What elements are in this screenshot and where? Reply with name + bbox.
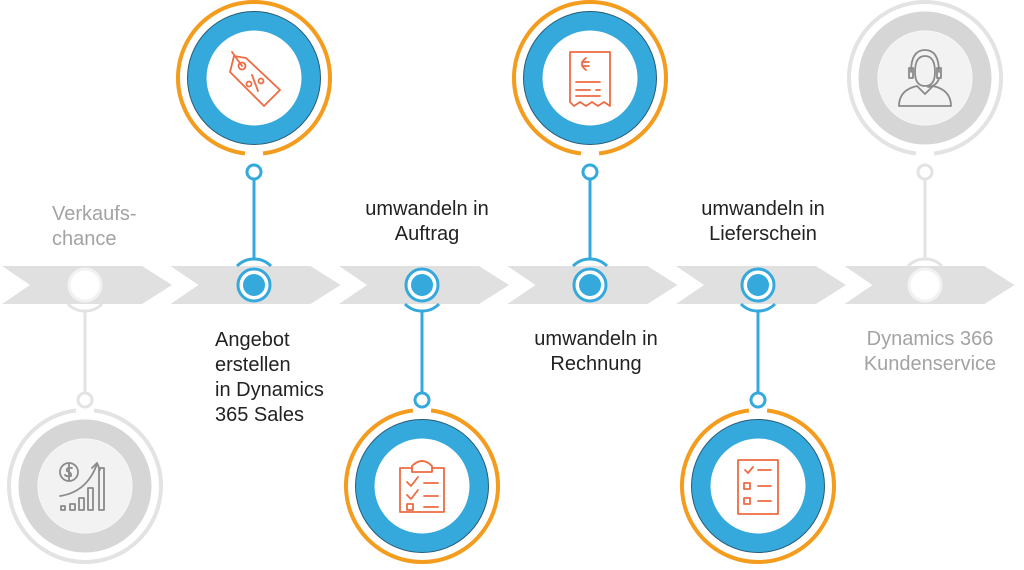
inner-ring-edge — [187, 11, 321, 145]
connector-dot — [76, 391, 94, 409]
timeline-node-fill — [411, 274, 433, 296]
icon-stroke — [908, 67, 914, 79]
icon-stroke — [98, 467, 105, 511]
outer-ring — [847, 0, 1003, 156]
inner-ring — [523, 11, 657, 145]
icon-stroke — [744, 466, 754, 474]
icon-stroke — [257, 77, 265, 85]
inner-ring — [858, 11, 992, 145]
outer-ring — [344, 408, 500, 564]
icon-stroke — [59, 463, 98, 497]
euro-invoice-icon — [569, 51, 611, 107]
icon-stroke — [927, 77, 940, 88]
inner-ring — [355, 419, 489, 553]
stage-1 — [7, 267, 163, 564]
icon-stroke — [406, 489, 419, 500]
timeline-node — [907, 267, 943, 303]
node-cap-arc — [235, 257, 273, 268]
icon-stroke — [64, 466, 73, 478]
icon-stroke — [406, 503, 414, 511]
icon-stroke — [229, 55, 281, 107]
inner-ring-edge — [523, 11, 657, 145]
icon-stroke — [743, 497, 751, 505]
icon-background — [878, 31, 972, 125]
inner-ring — [691, 419, 825, 553]
icon-stroke — [743, 482, 751, 490]
icon-stroke — [936, 67, 942, 79]
icon-stroke — [231, 51, 243, 67]
stage-label-lieferschein: umwandeln in Lieferschein — [701, 198, 825, 245]
timeline-node — [67, 267, 103, 303]
stage-label-angebot: Angebot erstellen in Dynamics 365 Sales — [215, 329, 324, 426]
icon-stroke — [910, 49, 940, 73]
icon-stroke — [569, 51, 611, 107]
delivery-note-icon — [737, 459, 779, 515]
stage-label-verkaufschance: Verkaufs- chance — [52, 203, 137, 250]
outer-ring — [512, 0, 668, 156]
icon-stroke — [69, 503, 76, 511]
icon-background — [38, 439, 132, 533]
inner-ring — [187, 11, 321, 145]
icon-stroke — [237, 61, 247, 71]
icon-stroke — [737, 459, 779, 515]
stage-label-rechnung: umwandeln in Rechnung — [534, 328, 658, 375]
stage-label-auftrag: umwandeln in Auftrag — [365, 198, 489, 245]
icon-stroke — [399, 467, 445, 513]
icon-stroke — [914, 55, 936, 87]
price-tag-percent-icon — [229, 51, 281, 107]
icon-stroke — [581, 57, 587, 71]
timeline-node-fill — [747, 274, 769, 296]
icon-stroke — [898, 85, 952, 107]
timeline-node-fill — [579, 274, 601, 296]
stage-3 — [344, 267, 500, 564]
outer-ring — [176, 0, 332, 156]
stage-4 — [512, 0, 668, 303]
outer-ring — [680, 408, 836, 564]
icon-stroke — [406, 476, 419, 487]
node-cap-arc — [739, 302, 777, 313]
inner-ring — [18, 419, 152, 553]
stage-2 — [176, 0, 332, 303]
inner-ring-edge — [691, 419, 825, 553]
stage-6 — [847, 0, 1003, 303]
connector-dot — [581, 163, 599, 181]
inner-ring-edge — [355, 419, 489, 553]
stage-5 — [680, 267, 836, 564]
timeline-node-fill — [243, 274, 265, 296]
icon-stroke — [411, 460, 433, 473]
headset-support-icon — [898, 49, 952, 107]
connector-dot — [245, 163, 263, 181]
clipboard-checklist-icon — [399, 460, 445, 513]
icon-stroke — [59, 462, 79, 482]
icon-stroke — [78, 497, 85, 511]
connector-dot — [916, 163, 934, 181]
connector-dot — [413, 391, 431, 409]
node-cap-arc — [403, 302, 441, 313]
icon-stroke — [251, 74, 259, 92]
node-cap-arc — [66, 302, 104, 313]
stage-label-kundenservice: Dynamics 366 Kundenservice — [863, 328, 997, 375]
node-cap-arc — [906, 257, 944, 268]
icon-stroke — [60, 505, 66, 511]
connector-dot — [749, 391, 767, 409]
icon-stroke — [87, 487, 94, 511]
icon-stroke — [245, 80, 253, 88]
icon-background — [375, 439, 469, 533]
icon-background — [543, 31, 637, 125]
node-cap-arc — [571, 257, 609, 268]
sales-growth-icon — [59, 462, 105, 511]
outer-ring — [7, 408, 163, 564]
